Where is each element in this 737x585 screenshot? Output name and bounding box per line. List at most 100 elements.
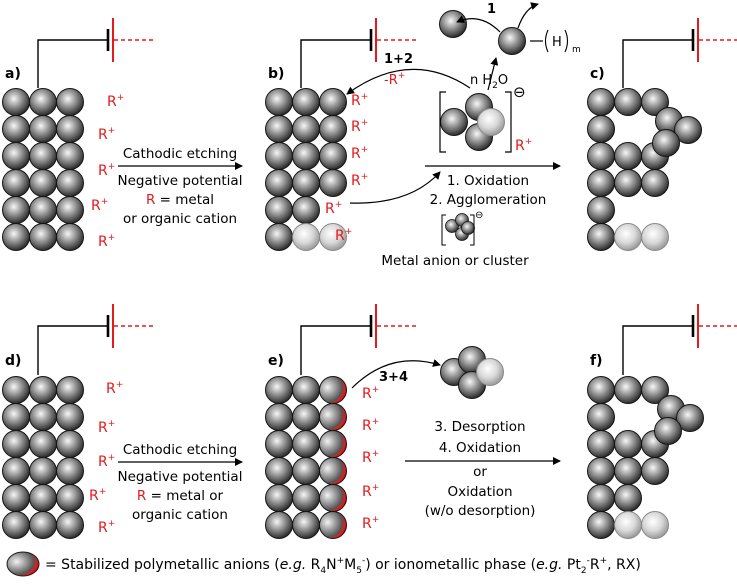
- metal-atom-sphere: [652, 129, 680, 157]
- metal-atom-sphere: [265, 511, 293, 539]
- metal-atom-sphere: [587, 223, 615, 251]
- metal-atom-sphere: [2, 403, 30, 431]
- metal-atom-sphere: [265, 196, 293, 224]
- metal-atom-sphere: [29, 511, 57, 539]
- arrow-bottom-label-1: Cathodic etching: [123, 442, 237, 458]
- cation-label: R+: [106, 380, 123, 397]
- metal-atom-sphere: [292, 511, 320, 539]
- metal-atom-sphere: [265, 457, 293, 485]
- hydride-h: H: [552, 35, 562, 50]
- metal-atom-sphere: [614, 484, 642, 512]
- electrode-wire: [622, 39, 693, 88]
- metal-atom-sphere: [2, 376, 30, 404]
- metal-atom-sphere: [56, 142, 84, 170]
- metal-atom-sphere: [56, 169, 84, 197]
- metal-atom-sphere: [292, 115, 320, 143]
- metal-atom-sphere: [265, 223, 293, 251]
- metal-atom-sphere: [319, 169, 347, 197]
- metal-atom-sphere: [587, 511, 615, 539]
- metal-atom-sphere: [29, 484, 57, 512]
- oxidation-step-2: 2. Agglomeration: [430, 192, 547, 208]
- panel-label-a: a): [5, 66, 21, 82]
- metal-atom-sphere: [498, 27, 526, 55]
- metal-atom-sphere: [265, 115, 293, 143]
- metal-atom-sphere: [2, 196, 30, 224]
- bracket-left: [439, 91, 446, 153]
- metal-atom-sphere: [2, 169, 30, 197]
- metal-atom-sphere: [587, 196, 615, 224]
- metal-atom-sphere: [641, 376, 669, 404]
- metal-atom-sphere: [2, 430, 30, 458]
- cation-label: R+: [98, 126, 115, 143]
- legend-text: = Stabilized polymetallic anions (e.g. R…: [45, 556, 641, 576]
- metal-atom-sphere: [319, 115, 347, 143]
- metal-atom-sphere: [477, 108, 505, 136]
- metal-atom-sphere: [56, 376, 84, 404]
- metal-atom-sphere: [56, 115, 84, 143]
- metal-atom-sphere: [292, 196, 320, 224]
- metal-atom-sphere: [641, 223, 669, 251]
- metal-atom-sphere: [2, 142, 30, 170]
- oxidation-step-1: 1. Oxidation: [447, 173, 529, 189]
- metal-atom-sphere: [587, 376, 615, 404]
- cation-label: R+: [351, 92, 368, 109]
- polymetallic-anion-sphere: [319, 376, 347, 404]
- desorption-line-1: 3. Desorption: [434, 419, 525, 435]
- metal-atom-sphere: [265, 403, 293, 431]
- metal-atom-sphere: [319, 223, 347, 251]
- cation-label: R+: [351, 118, 368, 135]
- cation-label: R+: [362, 417, 379, 434]
- cluster-cation: R+: [515, 137, 532, 154]
- metal-atom-sphere: [587, 115, 615, 143]
- cation-label: R+: [362, 515, 379, 532]
- desorption-line-4: Oxidation: [447, 484, 512, 500]
- metal-atom-sphere: [587, 430, 615, 458]
- hydride-m: m: [572, 45, 581, 55]
- metal-atom-sphere: [265, 430, 293, 458]
- panel-label-b: b): [268, 66, 284, 82]
- electrode-wire: [37, 39, 108, 88]
- step-label-1: 1: [487, 2, 496, 17]
- metal-atom-sphere: [674, 116, 702, 144]
- metal-atom-sphere: [2, 511, 30, 539]
- arrow-bottom-label-2: Negative potential: [118, 469, 243, 485]
- arrow-top-left: Cathodic etching Negative potential R = …: [118, 146, 243, 227]
- metal-atom-sphere: [614, 430, 642, 458]
- cation-label: R+: [362, 449, 379, 466]
- metal-atom-sphere: [56, 484, 84, 512]
- metal-atom-sphere: [56, 88, 84, 116]
- metal-atom-sphere: [587, 457, 615, 485]
- metal-atom-sphere: [641, 88, 669, 116]
- metal-atom-sphere: [614, 169, 642, 197]
- legend-red-sphere-icon: [6, 551, 40, 577]
- metal-atom-sphere: [292, 457, 320, 485]
- metal-atom-sphere: [292, 223, 320, 251]
- arrow-bottom-label-3: R = metal or: [137, 488, 224, 504]
- cation-label: R+: [89, 487, 106, 504]
- metal-atom-sphere: [587, 169, 615, 197]
- top-middle-process: 1+2 -R+ ⊖ R+ n H2O 1 H m 1. Oxidation 2.…: [346, 2, 581, 269]
- electrode-wire: [622, 325, 693, 375]
- cluster-charge: ⊖: [513, 83, 526, 101]
- metal-atom-sphere: [2, 457, 30, 485]
- metal-atom-sphere: [265, 142, 293, 170]
- metal-atom-sphere: [614, 457, 642, 485]
- metal-atom-sphere: [56, 457, 84, 485]
- panel-label-d: d): [5, 353, 21, 369]
- panel-label-f: f): [590, 353, 603, 369]
- arrow-top-label-3: R = metal: [146, 192, 214, 208]
- small-cluster-atom: [445, 219, 459, 233]
- metal-atom-sphere: [676, 404, 704, 432]
- small-cluster-charge: ⊖: [475, 210, 483, 221]
- step-label-3-4: 3+4: [379, 370, 408, 385]
- metal-atom-sphere: [292, 88, 320, 116]
- metal-atom-sphere: [29, 376, 57, 404]
- metal-atom-sphere: [2, 223, 30, 251]
- legend: = Stabilized polymetallic anions (e.g. R…: [6, 551, 641, 577]
- metal-atom-sphere: [29, 169, 57, 197]
- metal-atom-sphere: [614, 142, 642, 170]
- cation-label: R+: [98, 162, 115, 179]
- metal-atom-sphere: [587, 403, 615, 431]
- electrode-structures: [2, 10, 737, 539]
- cation-label: R+: [107, 93, 124, 110]
